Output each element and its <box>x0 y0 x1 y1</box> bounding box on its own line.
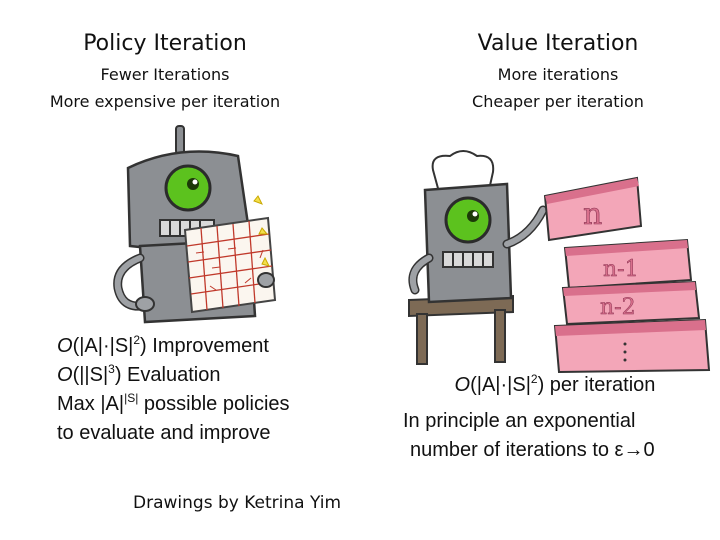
policy-evaluate-improve-text: to evaluate and improve <box>57 422 271 444</box>
robot-stool <box>408 294 514 365</box>
cake-tier-3-label: n-2 <box>600 295 636 320</box>
value-exponential-text: In principle an exponential <box>403 410 636 432</box>
value-iteration-title: Value Iteration <box>477 31 639 56</box>
policy-evaluation-complexity: O(||S|3) Evaluation <box>57 362 221 386</box>
sparkle-icon <box>253 195 270 267</box>
robot-left-arm <box>114 255 145 310</box>
drawings-credit: Drawings by Ketrina Yim <box>133 493 342 513</box>
cake-tier-2-label: n-1 <box>603 257 639 282</box>
robot-eye-icon <box>444 196 492 244</box>
cake-tier-1: n <box>543 176 643 242</box>
value-iteration-subtitle-2: Cheaper per iteration <box>472 92 644 111</box>
chef-hat-icon <box>431 150 495 194</box>
value-robot-cake-illustration: n n-1 n-2 <box>408 150 711 373</box>
policy-robot-illustration <box>113 125 277 324</box>
value-iteration-subtitle-1: More iterations <box>497 65 619 84</box>
cake-tier-3: n-2 <box>561 280 701 326</box>
policy-iteration-subtitle-2: More expensive per iteration <box>49 92 281 111</box>
cake-tier-2: n-1 <box>563 238 693 290</box>
value-iterations-epsilon-text: number of iterations to ε→0 <box>410 439 655 461</box>
policy-grid-paper <box>183 216 277 314</box>
policy-improvement-complexity: O(|A|·|S|2) Improvement <box>57 333 269 357</box>
robot-antenna <box>175 125 185 155</box>
cake-tier-4 <box>553 318 711 373</box>
policy-count-statement: Max |A||S| possible policies <box>57 391 290 415</box>
robot-mouth <box>442 251 494 268</box>
value-iteration-complexity: O(|A|·|S|2) per iteration <box>454 372 656 396</box>
cake-tier-1-label: n <box>583 197 602 232</box>
robot-arm <box>504 207 546 247</box>
policy-iteration-title: Policy Iteration <box>83 31 247 56</box>
robot-eye-icon <box>164 164 212 212</box>
policy-iteration-subtitle-1: Fewer Iterations <box>100 65 230 84</box>
